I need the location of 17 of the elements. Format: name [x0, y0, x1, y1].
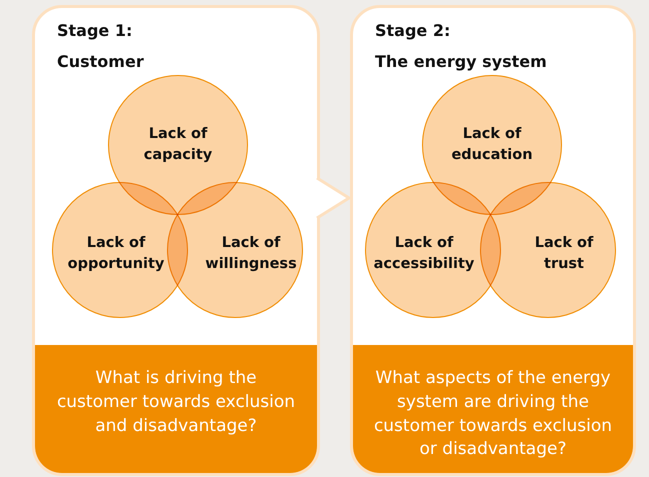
circle-label: Lack of trust — [534, 234, 594, 274]
stage-title: The energy system — [375, 52, 547, 71]
circle-label: Lack of capacity — [142, 124, 214, 165]
question-text: What is driving the customer towards exclusion and disadvantage? — [56, 367, 296, 438]
circle-label: Lack of accessibility — [372, 234, 476, 274]
question-text: What aspects of the energy system are driving the customer towards exclusion or disadvantage? — [372, 367, 614, 462]
question-band — [35, 345, 317, 473]
question-band — [353, 345, 633, 473]
stage-heading: Stage 2: — [375, 21, 450, 40]
chevron-arrow — [316, 176, 352, 220]
stage-heading: Stage 1: — [57, 21, 132, 40]
circle-label: Lack of willingness — [204, 234, 298, 274]
stage-panel — [32, 5, 320, 476]
circle-label: Lack of education — [450, 124, 534, 165]
stage-title: Customer — [57, 52, 144, 71]
stage-panel — [350, 5, 636, 476]
circle-label: Lack of opportunity — [66, 234, 166, 274]
